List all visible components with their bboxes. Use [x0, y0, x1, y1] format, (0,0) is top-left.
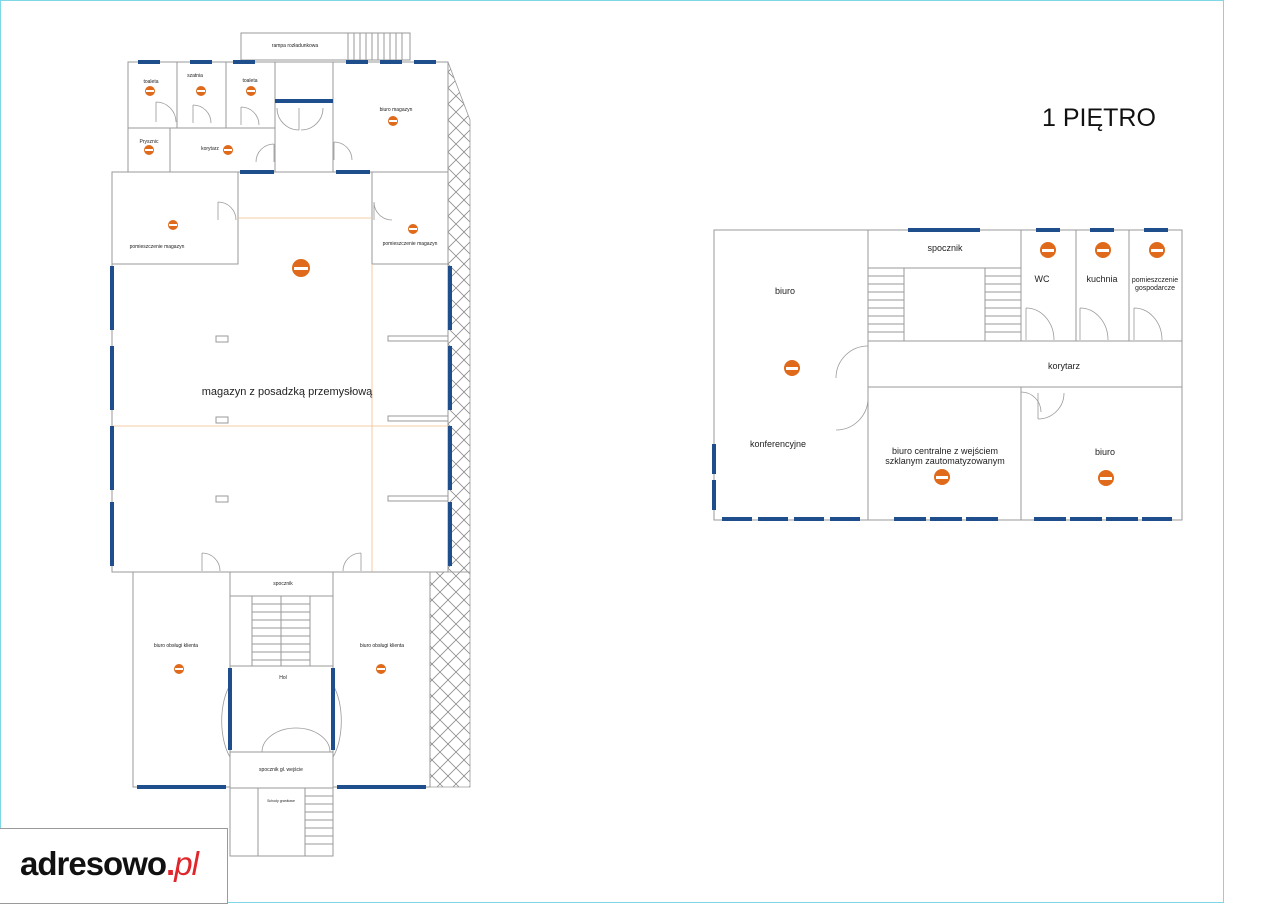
- logo-name: adresowo: [20, 845, 167, 882]
- ramp-label: rampa rozładunkowa: [272, 43, 319, 49]
- windows-1p: [712, 228, 1172, 521]
- adresowo-logo: adresowo.pl: [20, 845, 199, 883]
- biuro-top-label: biuro: [775, 286, 795, 296]
- first-floor-plan: spocznik WC kuchnia pomieszczenie gospod…: [712, 228, 1183, 521]
- toaleta-2-label: toaleta: [242, 78, 257, 84]
- windows-ground: [110, 60, 452, 789]
- spocznik-gl-label: spocznik gł. wejście: [259, 767, 303, 773]
- prysznic-label: Prysznic: [140, 139, 159, 145]
- hol-label: Hol: [279, 675, 287, 681]
- area-badge: [1095, 242, 1111, 258]
- pom-magazyn-right-label: pomieszczenie magazyn: [383, 241, 438, 247]
- area-badge: [144, 145, 154, 155]
- pom-gosp-label-1: pomieszczenie: [1132, 277, 1178, 284]
- page-frame: [0, 0, 1224, 903]
- area-badges-1p: [784, 242, 1165, 486]
- area-badge: [1098, 470, 1114, 486]
- entrance-stairs: [229, 787, 334, 857]
- szatnia-label: szatnia: [187, 73, 203, 79]
- pom-magazyn-left-label: pomieszczenie magazyn: [130, 244, 185, 250]
- area-badge: [246, 86, 256, 96]
- logo-box: adresowo.pl: [0, 828, 228, 904]
- area-badge: [174, 664, 184, 674]
- biuro-magazyn-label: biuro magazyn: [380, 107, 413, 113]
- room-biuro-obslugi-right: [332, 571, 431, 788]
- schody-label: Schody granitowe: [267, 799, 295, 803]
- ground-floor-plan: rampa rozładunkowa toaleta szatnia toale…: [110, 32, 471, 857]
- floor-title: 1 PIĘTRO: [1042, 104, 1156, 132]
- kuchnia-label: kuchnia: [1086, 274, 1117, 284]
- spocznik-label: spocznik: [273, 581, 293, 587]
- spocznik-1p-label: spocznik: [927, 243, 963, 253]
- logo-dot: .: [166, 845, 175, 882]
- biuro-obslugi-right-label: biuro obsługi klienta: [360, 643, 404, 649]
- pom-gosp-label-2: gospodarcze: [1135, 285, 1175, 292]
- room-vestibule: [274, 61, 334, 173]
- room-pom-magazyn-left: [111, 171, 239, 265]
- area-badge: [376, 664, 386, 674]
- biuro-right-label: biuro: [1095, 447, 1115, 457]
- ramp-stairs: [347, 32, 411, 61]
- area-badge: [223, 145, 233, 155]
- area-badges-ground: [144, 86, 418, 674]
- area-badge: [784, 360, 800, 376]
- room-korytarz-1p: [867, 340, 1183, 388]
- room-biuro-obslugi-left: [132, 571, 231, 788]
- area-badge: [1040, 242, 1056, 258]
- area-badge: [168, 220, 178, 230]
- area-badge: [388, 116, 398, 126]
- toaleta-1-label: toaleta: [143, 79, 158, 85]
- doors-1p: [835, 307, 1163, 431]
- doors-ground: [155, 101, 393, 758]
- area-badge: [196, 86, 206, 96]
- area-badge: [934, 469, 950, 485]
- wc-label: WC: [1035, 274, 1050, 284]
- hatched-slope-bottom: [429, 571, 471, 788]
- biuro-centralne-label-1: biuro centralne z wejściem: [892, 446, 998, 456]
- biuro-centralne-label-2: szklanym zautomatyzowanym: [885, 456, 1005, 466]
- room-korytarz: [169, 127, 276, 173]
- area-badge: [408, 224, 418, 234]
- korytarz-label: korytarz: [201, 146, 219, 152]
- area-badge: [292, 259, 310, 277]
- biuro-obslugi-left-label: biuro obsługi klienta: [154, 643, 198, 649]
- staircase-ground: [251, 595, 311, 667]
- area-badge: [1149, 242, 1165, 258]
- staircase-1p-left: [867, 267, 905, 342]
- korytarz-1p-label: korytarz: [1048, 361, 1081, 371]
- konferencyjne-label: konferencyjne: [750, 439, 806, 449]
- columns: [215, 335, 449, 503]
- staircase-1p-right: [984, 267, 1022, 342]
- logo-tld: pl: [174, 845, 199, 882]
- room-magazyn: [111, 171, 449, 573]
- area-badge: [145, 86, 155, 96]
- magazyn-label: magazyn z posadzką przemysłową: [202, 386, 373, 398]
